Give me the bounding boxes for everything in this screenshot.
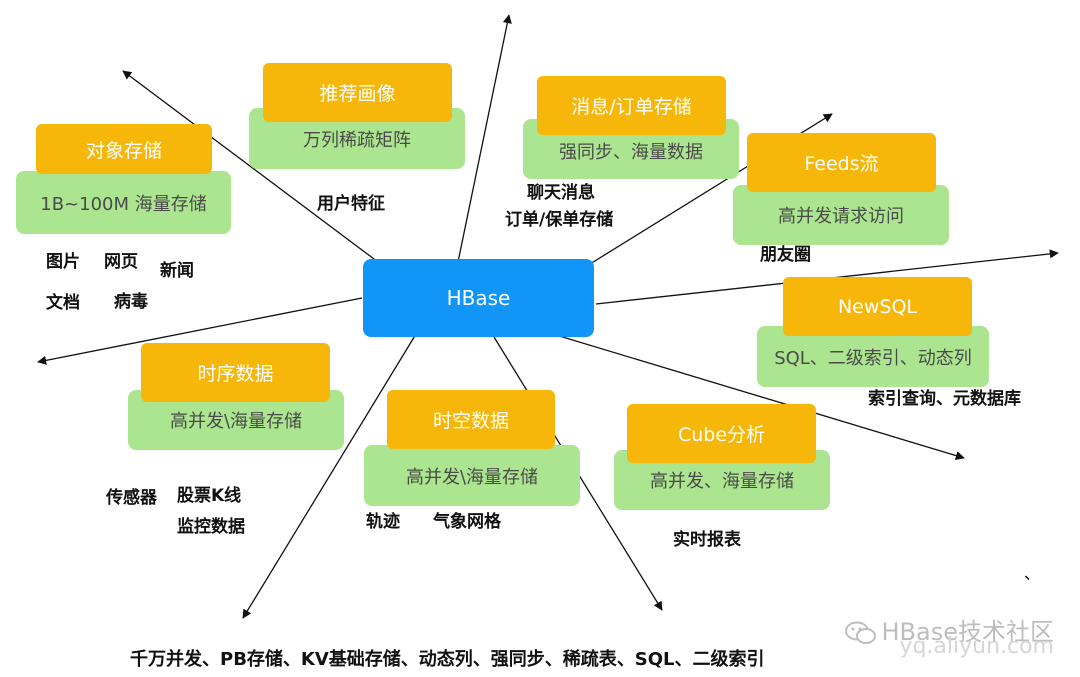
recommend-subtitle: 万列稀疏矩阵: [303, 129, 411, 151]
spatial-label-trajectory: 轨迹: [366, 512, 400, 532]
cube-title-box: Cube分析: [627, 404, 816, 463]
object-subtitle: 1B~100M 海量存储: [40, 193, 207, 215]
spatial-title: 时空数据: [432, 410, 509, 432]
timeseries-subtitle: 高并发\海量存储: [169, 411, 303, 432]
object-subtitle-box: 1B~100M 海量存储: [16, 171, 231, 234]
message-label-chat: 聊天消息: [527, 183, 595, 203]
recommend-title-box: 推荐画像: [263, 63, 452, 122]
watermark-text: HBase技术社区: [881, 618, 1055, 646]
feeds-subtitle: 高并发请求访问: [778, 206, 904, 227]
cube-subtitle: 高并发、海量存储: [650, 471, 794, 492]
message-title-box: 消息/订单存储: [537, 76, 726, 135]
cube-label-report: 实时报表: [673, 530, 741, 550]
arrow-cube: [555, 334, 965, 460]
timeseries-label-monitor: 监控数据: [177, 517, 245, 537]
newsql-subtitle: SQL、二级索引、动态列: [774, 347, 972, 369]
spatial-label-weather: 气象网格: [433, 512, 501, 532]
object-label-doc: 文档: [46, 293, 80, 313]
arrow-timeseries: [37, 297, 363, 365]
newsql-label-index: 索引查询、元数据库: [868, 389, 1021, 409]
spatial-title-box: 时空数据: [387, 390, 555, 449]
message-label-order: 订单/保单存储: [505, 210, 614, 230]
hbase-center-node: HBase: [363, 259, 594, 337]
feeds-subtitle-box: 高并发请求访问: [733, 185, 949, 245]
object-label-news: 新闻: [160, 261, 194, 281]
cube-title: Cube分析: [677, 424, 766, 446]
watermark: HBase技术社区 yq.aliyun.com: [844, 612, 1055, 659]
arrow-footer: [242, 333, 417, 619]
feeds-title-box: Feeds流: [747, 133, 936, 192]
feeds-title: Feeds流: [804, 153, 879, 175]
arrow-recommend: [457, 14, 512, 263]
spatial-subtitle-box: 高并发\海量存储: [364, 445, 580, 506]
watermark-sub: yq.aliyun.com: [899, 634, 1054, 659]
newsql-title: NewSQL: [837, 295, 918, 318]
spatial-subtitle: 高并发\海量存储: [405, 466, 539, 488]
timeseries-title-box: 时序数据: [141, 343, 330, 402]
message-title: 消息/订单存储: [571, 96, 692, 118]
object-title-box: 对象存储: [36, 124, 212, 174]
object-title: 对象存储: [85, 139, 162, 162]
wechat-icon: [844, 621, 876, 644]
feeds-label-moments: 朋友圈: [760, 245, 811, 265]
hbase-center-label: HBase: [446, 286, 511, 310]
message-subtitle: 强同步、海量数据: [559, 142, 703, 163]
recommend-title: 推荐画像: [319, 83, 396, 105]
timeseries-label-kline: 股票K线: [177, 486, 242, 506]
timeseries-label-sensor: 传感器: [106, 488, 157, 508]
object-label-webpage: 网页: [104, 252, 138, 272]
timeseries-title: 时序数据: [197, 363, 274, 385]
newsql-title-box: NewSQL: [783, 277, 972, 336]
object-label-virus: 病毒: [114, 292, 148, 312]
stray-mark: 、: [1024, 564, 1041, 583]
footer-features: 千万并发、PB存储、KV基础存储、动态列、强同步、稀疏表、SQL、二级索引: [130, 649, 765, 670]
object-label-image: 图片: [46, 252, 80, 272]
newsql-subtitle-box: SQL、二级索引、动态列: [757, 326, 989, 387]
recommend-label-user: 用户特征: [317, 194, 385, 214]
